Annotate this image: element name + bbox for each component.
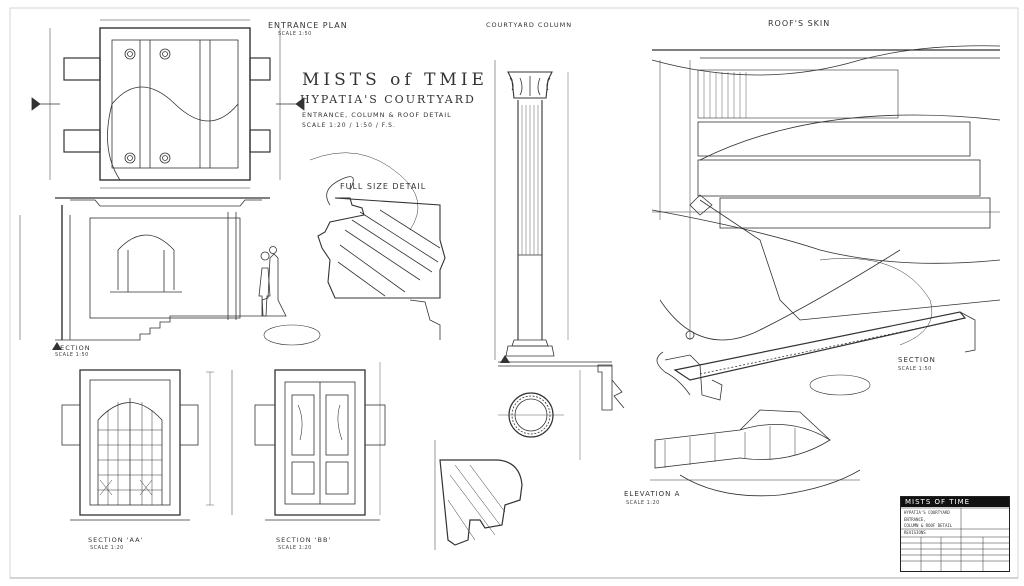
section-bb-label: SECTION 'BB' — [276, 536, 332, 544]
section-aa-drawing — [61, 369, 233, 521]
section-left-drawing — [19, 197, 287, 341]
entrance-plan-scale: SCALE 1:50 — [278, 31, 312, 37]
section-bb-drawing — [254, 369, 386, 521]
title-block-grid — [901, 507, 1009, 571]
roof-skin-drawing — [651, 45, 1001, 341]
elevation-a-label: ELEVATION A — [624, 490, 681, 498]
full-size-detail-drawing — [317, 176, 446, 340]
entrance-plan-label: ENTRANCE PLAN — [268, 21, 348, 30]
entrance-plan-drawing — [31, 19, 305, 189]
human-figure — [258, 251, 271, 317]
section-bb-scale: SCALE 1:20 — [278, 545, 312, 551]
elevation-a-scale: SCALE 1:20 — [626, 500, 660, 506]
section-left-label: SECTION — [55, 344, 91, 352]
sheet-subtitle: HYPATIA'S COURTYARD — [300, 93, 476, 106]
title-block-row: REVISIONS — [904, 530, 926, 535]
sheet-description: ENTRANCE, COLUMN & ROOF DETAIL — [302, 111, 452, 119]
section-left-scale: SCALE 1:50 — [55, 352, 89, 358]
section-aa-scale: SCALE 1:20 — [90, 545, 124, 551]
corner-detail-drawing — [434, 440, 523, 550]
sheet-scale: SCALE 1:20 / 1:50 / F.S. — [302, 122, 396, 129]
courtyard-column-label: COURTYARD COLUMN — [486, 21, 573, 29]
title-block-row: COLUMN & ROOF DETAIL — [904, 523, 953, 528]
sheet-title: MISTS of TMIE — [302, 70, 488, 90]
roof-skin-label: ROOF'S SKIN — [768, 19, 831, 28]
title-block-row: ENTRANCE, — [904, 517, 926, 522]
courtyard-column-drawing — [494, 60, 625, 438]
section-right-scale: SCALE 1:50 — [898, 366, 932, 372]
full-size-detail-label: FULL SIZE DETAIL — [340, 182, 427, 191]
section-right-label: SECTION — [898, 356, 936, 364]
title-block-row: HYPATIA'S COURTYARD — [904, 510, 950, 515]
roof-section-drawing — [656, 311, 976, 401]
elevation-a-drawing — [650, 409, 861, 497]
title-block: MISTS OF TIME HYPATIA'S COURTYARD ENTRAN… — [900, 496, 1010, 572]
title-block-header: MISTS OF TIME — [901, 497, 1009, 507]
section-aa-label: SECTION 'AA' — [88, 536, 144, 544]
